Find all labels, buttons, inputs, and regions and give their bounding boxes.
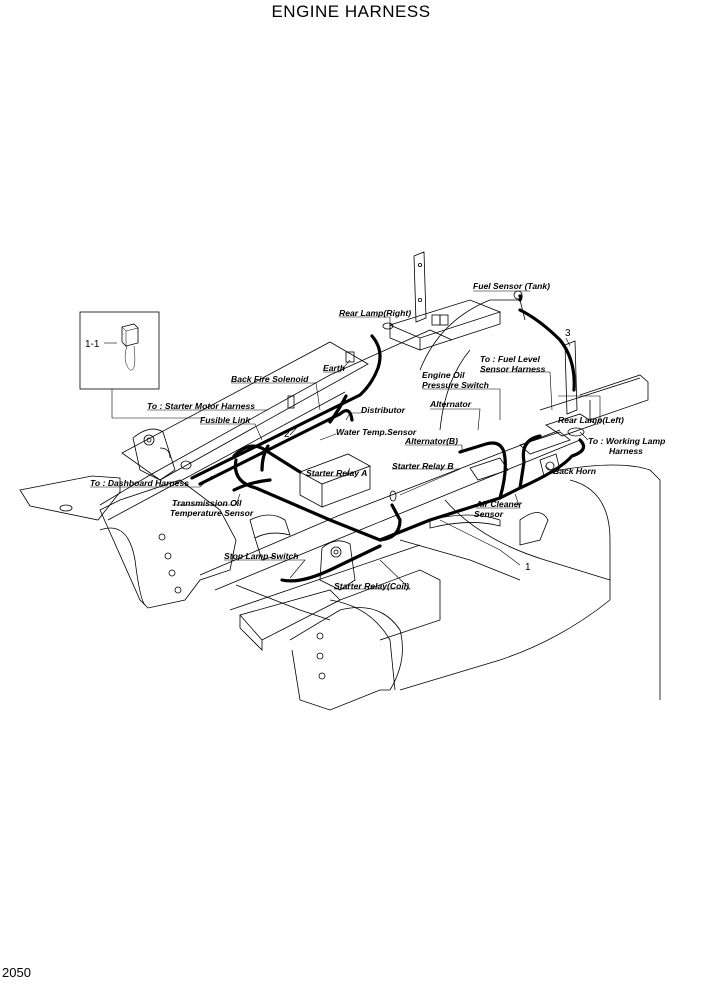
label-temperature-sensor: Temperature Sensor [170, 508, 254, 518]
label-rear-lamp-left: Rear Lamp(Left) [558, 415, 624, 425]
label-sensor-harness: Sensor Harness [480, 364, 546, 374]
label-to-dashboard-harness: To : Dashboard Harness [90, 478, 189, 488]
label-alternator: Alternator [429, 399, 472, 409]
page-title: ENGINE HARNESS [271, 2, 431, 21]
label-to-working-lamp: To : Working Lamp [588, 436, 665, 446]
label-rear-lamp-right: Rear Lamp(Right) [339, 308, 411, 318]
label-distributor: Distributor [361, 405, 406, 415]
label-earth: Earth [323, 363, 345, 373]
callout-3: 3 [565, 328, 571, 339]
label-working-lamp-harness: Harness [609, 446, 643, 456]
label-stop-lamp-switch: Stop Lamp Switch [224, 551, 298, 561]
label-engine-oil: Engine Oil [422, 370, 465, 380]
label-alternator-b: Alternator(B) [404, 436, 458, 446]
label-to-fuel-level: To : Fuel Level [480, 354, 540, 364]
component-labels: Fuel Sensor (Tank) Rear Lamp(Right) Eart… [90, 281, 665, 591]
label-to-starter-motor-harness: To : Starter Motor Harness [147, 401, 255, 411]
leader-lines [90, 290, 601, 590]
label-starter-relay-b: Starter Relay B [392, 461, 454, 471]
callout-2: 2 [284, 429, 290, 440]
connector-icon [121, 323, 139, 371]
page-number: 2050 [2, 965, 31, 980]
label-transmission-oil: Transmission Oil [172, 498, 242, 508]
inset-box: 1-1 [79, 311, 205, 419]
label-fusible-link: Fusible Link [200, 415, 251, 425]
callout-1: 1 [525, 562, 531, 573]
inset-callout: 1-1 [85, 339, 100, 350]
label-air-cleaner-sensor: Sensor [474, 509, 504, 519]
label-back-horn: Back Horn [553, 466, 596, 476]
label-back-fire-solenoid: Back Fire Solenoid [231, 374, 309, 384]
wiring-harness [190, 294, 586, 583]
label-pressure-switch: Pressure Switch [422, 380, 489, 390]
label-starter-relay-a: Starter Relay A [306, 468, 367, 478]
label-starter-relay-coil: Starter Relay(Coil) [334, 581, 409, 591]
label-air-cleaner: Air Cleaner [475, 499, 523, 509]
label-fuel-sensor-tank: Fuel Sensor (Tank) [473, 281, 550, 291]
label-water-temp-sensor: Water Temp.Sensor [336, 427, 417, 437]
